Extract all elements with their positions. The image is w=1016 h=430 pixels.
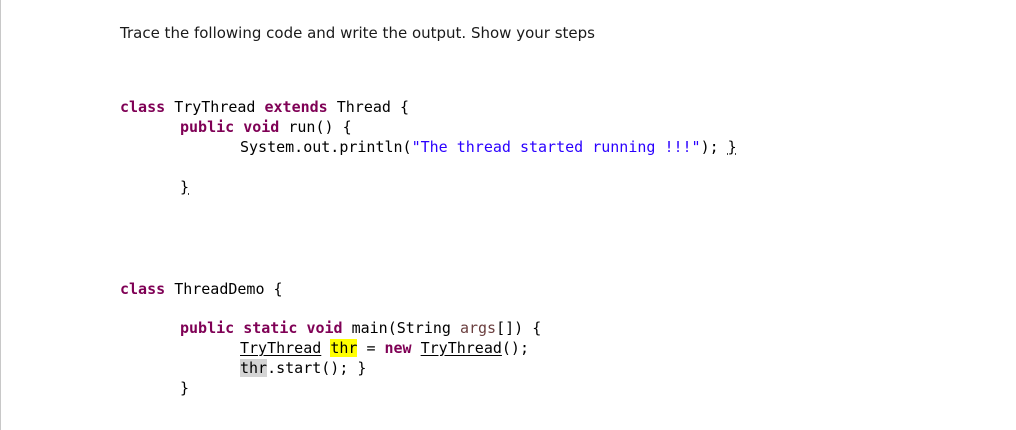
keyword-new: new <box>384 339 412 357</box>
constructor-name: TryThread <box>420 339 502 357</box>
type-name: TryThread <box>240 339 322 357</box>
question-prompt: Trace the following code and write the o… <box>120 24 595 42</box>
code-line-class-threaddemo: class ThreadDemo { <box>120 279 283 299</box>
open-brace: { <box>273 280 283 298</box>
code-line-close-main: } <box>180 378 189 398</box>
code-line-main-method: public static void main(String args[]) { <box>180 318 541 338</box>
assign-operator: = <box>366 339 376 357</box>
code-line-start-call: thr.start(); } <box>240 358 366 378</box>
code-line-class-trythread: class TryThread extends Thread { <box>120 97 409 117</box>
string-literal: "The thread started running !!!" <box>411 138 701 156</box>
keyword-public: public <box>180 118 235 136</box>
call-end: ); <box>700 138 719 156</box>
close-brace: } <box>180 379 190 397</box>
variable-thr-gray: thr <box>240 359 268 377</box>
class-name: ThreadDemo <box>174 280 265 298</box>
start-call: .start(); <box>267 359 349 377</box>
class-name: TryThread <box>174 98 256 116</box>
open-brace: { <box>342 118 352 136</box>
parent-class: Thread <box>336 98 391 116</box>
keyword-public: public <box>180 319 235 337</box>
code-line-instantiate: TryThread thr = new TryThread(); <box>240 338 529 358</box>
close-brace: } <box>180 178 190 196</box>
method-signature: run() <box>288 118 334 136</box>
close-brace: } <box>727 138 737 156</box>
keyword-void: void <box>306 319 343 337</box>
method-signature-rest: []) { <box>496 319 542 337</box>
keyword-class: class <box>120 280 166 298</box>
variable-thr-highlighted: thr <box>330 339 358 357</box>
println-call: System.out.println( <box>240 138 412 156</box>
param-args: args <box>459 319 497 337</box>
keyword-class: class <box>120 98 166 116</box>
keyword-static: static <box>243 319 298 337</box>
code-line-println: System.out.println("The thread started r… <box>240 137 737 157</box>
code-line-run-method: public void run() { <box>180 117 352 137</box>
code-line-close-class: } <box>180 177 189 197</box>
method-signature: main(String <box>351 319 451 337</box>
open-brace: { <box>399 98 409 116</box>
close-brace: } <box>357 359 367 377</box>
keyword-void: void <box>243 118 280 136</box>
page-left-border <box>0 0 1 430</box>
keyword-extends: extends <box>264 98 328 116</box>
ctor-end: (); <box>501 339 529 357</box>
